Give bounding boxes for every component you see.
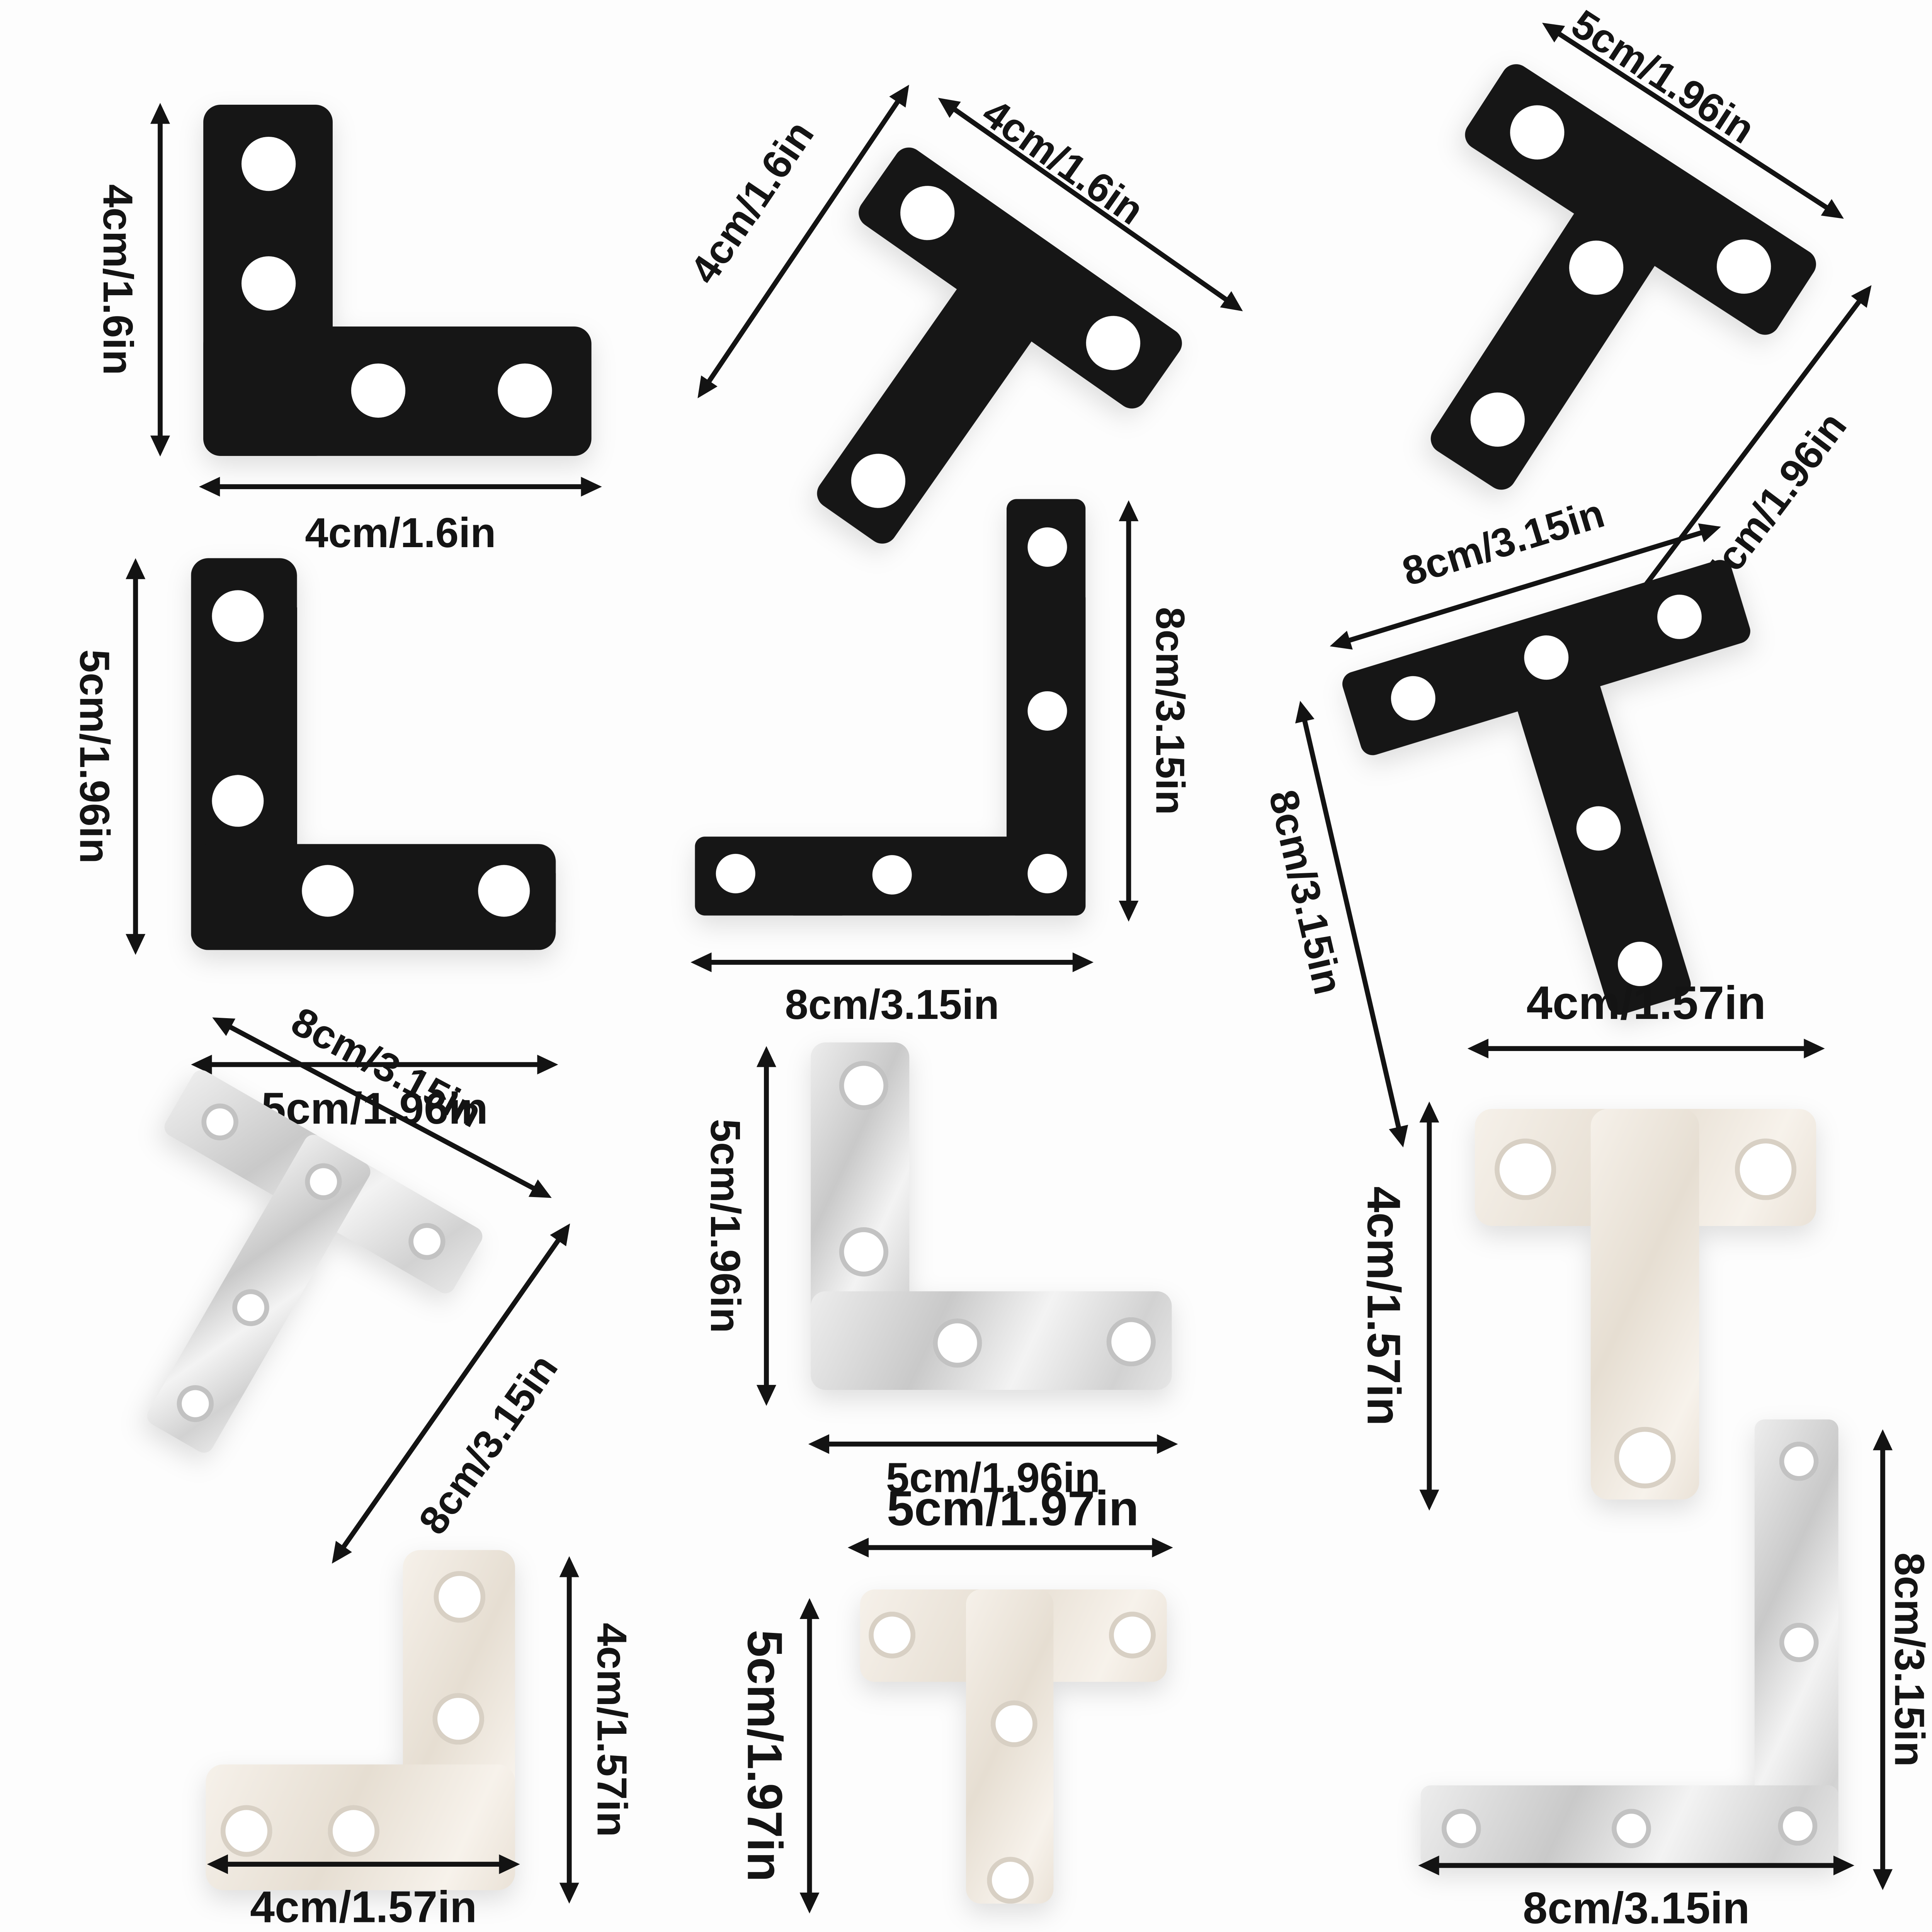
screw-hole <box>1614 1427 1676 1489</box>
screw-hole <box>328 1805 380 1857</box>
screw-hole <box>1106 1317 1156 1367</box>
dimension-arrow <box>1418 1855 1855 1876</box>
screw-hole <box>990 1700 1037 1747</box>
screw-hole <box>1027 691 1067 731</box>
dimension-label: 8cm/3.15in <box>1523 1883 1750 1932</box>
dimension-label: 8cm/3.15in <box>1148 607 1194 815</box>
bracket-plate <box>860 1589 1167 1904</box>
dimension-arrow <box>126 560 145 954</box>
screw-hole <box>1494 1138 1556 1200</box>
screw-hole <box>869 1611 916 1659</box>
dimension-arrow <box>207 1854 520 1874</box>
screw-hole <box>212 590 264 642</box>
screw-hole <box>1735 1138 1797 1200</box>
screw-hole <box>1779 1441 1819 1481</box>
screw-hole <box>872 855 912 895</box>
dimension-label: 8cm/3.15in <box>410 1345 566 1543</box>
screw-hole <box>1027 854 1067 893</box>
screw-hole <box>220 1805 272 1857</box>
dimension-arrow <box>199 477 602 497</box>
dimension-label: 5cm/1.96in <box>886 1455 1100 1502</box>
screw-hole <box>478 865 530 917</box>
screw-hole <box>1441 1809 1481 1849</box>
dimension-arrow <box>757 1047 776 1405</box>
dimension-label: 4cm/1.6in <box>94 184 141 375</box>
screw-hole <box>432 1693 485 1745</box>
screw-hole <box>932 1318 982 1368</box>
screw-hole <box>242 256 296 311</box>
screw-hole <box>716 854 755 893</box>
screw-hole <box>1027 527 1067 567</box>
dimension-arrow <box>560 1558 579 1903</box>
dimension-arrow <box>847 1537 1173 1558</box>
screw-hole <box>212 775 264 827</box>
bracket-plate <box>1420 1419 1838 1867</box>
dimension-label: 5cm/1.96in <box>70 649 117 864</box>
dimension-arrow <box>690 952 1094 972</box>
dimension-label: 8cm/3.15in <box>1885 1553 1932 1767</box>
screw-hole <box>498 363 552 418</box>
dimension-arrow <box>1467 1039 1825 1059</box>
dimension-arrow <box>150 104 170 455</box>
dimension-arrow <box>1119 502 1138 920</box>
screw-hole <box>1611 1809 1651 1849</box>
bracket-plate <box>1475 1109 1816 1500</box>
dimension-label: 5cm/1.97in <box>886 1482 1139 1537</box>
dimension-label: 5cm/1.96in <box>701 1119 748 1333</box>
screw-hole <box>242 136 296 191</box>
screw-hole <box>839 1227 889 1277</box>
dimension-label: 4cm/1.57in <box>250 1881 477 1932</box>
screw-hole <box>302 865 354 917</box>
bracket-plate <box>206 1550 515 1890</box>
dimension-label: 8cm/3.15in <box>785 982 999 1029</box>
screw-hole <box>1109 1611 1156 1659</box>
dimension-label: 4cm/1.57in <box>1356 1186 1408 1426</box>
dimension-arrow <box>800 1599 820 1912</box>
dimension-label: 5cm/1.97in <box>736 1629 791 1882</box>
screw-hole <box>351 363 406 418</box>
dimension-label: 4cm/1.6in <box>305 510 496 557</box>
screw-hole <box>434 1571 486 1623</box>
dimension-label: 4cm/1.57in <box>1526 978 1766 1030</box>
screw-hole <box>1779 1622 1819 1662</box>
screw-hole <box>1778 1806 1818 1846</box>
screw-hole <box>987 1857 1034 1904</box>
screw-hole <box>839 1061 889 1111</box>
dimension-arrow <box>808 1434 1178 1454</box>
dimension-label: 4cm/1.57in <box>588 1622 635 1837</box>
